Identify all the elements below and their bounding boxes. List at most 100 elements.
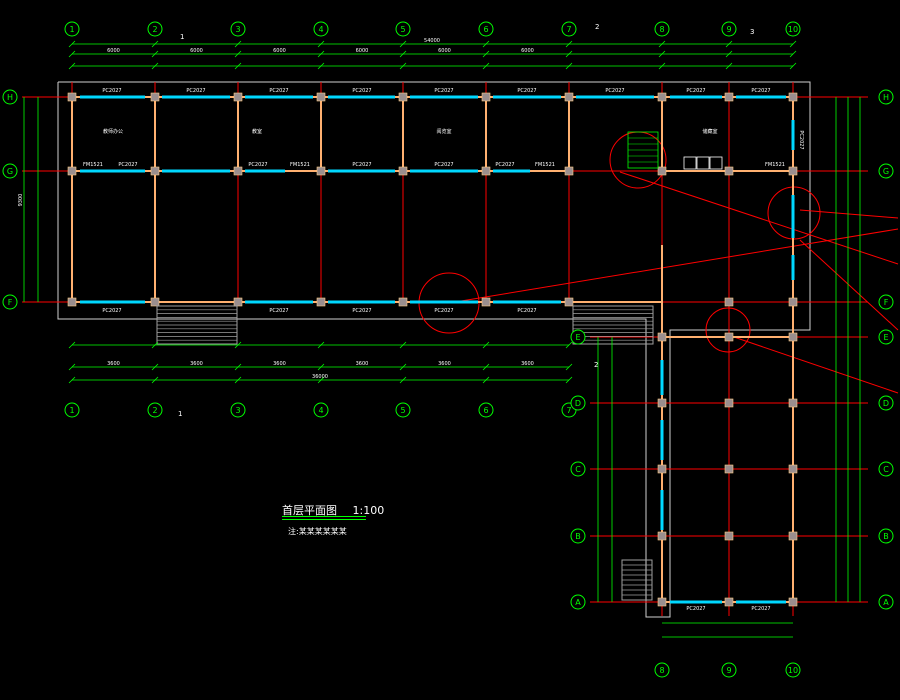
window-label-top: PC2027 (751, 88, 770, 94)
dimension-tick (68, 341, 76, 349)
grid-bubble-right-circle (878, 395, 894, 411)
grid-bubble-bottom: 2 (152, 406, 157, 415)
structural-column (788, 597, 798, 607)
structural-column (564, 297, 574, 307)
dimension-tick (68, 62, 76, 70)
fixture-icon (696, 156, 710, 170)
dimension-label: 3600 (438, 361, 451, 367)
structural-column (788, 92, 798, 102)
dimension-label: 6000 (438, 48, 451, 54)
grid-bubble-top-circle (395, 21, 411, 37)
building-outline (57, 81, 811, 618)
dimension-tick (725, 62, 733, 70)
dimension-label: 6000 (356, 48, 369, 54)
dimension-tick (482, 40, 490, 48)
dimension-label: 3600 (521, 361, 534, 367)
grid-bubble-top: 8 (659, 25, 664, 34)
dimension-label: 6000 (190, 48, 203, 54)
structural-column (657, 531, 667, 541)
dimension-tick (151, 40, 159, 48)
dimension-tick (565, 62, 573, 70)
window-label-corridor: PC2027 (434, 162, 453, 168)
structural-column (316, 297, 326, 307)
structural-column (788, 531, 798, 541)
window-label-bottom: PC2027 (352, 308, 371, 314)
room-label: 教室 (252, 128, 262, 135)
dimension-tick (399, 50, 407, 58)
dimension-tick (317, 376, 325, 384)
grid-bubble-bottom: 3 (235, 406, 240, 415)
dimension-tick (317, 62, 325, 70)
grid-bubble-top: 3 (235, 25, 240, 34)
grid-bubble-top-circle (478, 21, 494, 37)
grid-bubble-top: 7 (566, 25, 571, 34)
dimension-tick (234, 376, 242, 384)
window-label-corridor: FM1521 (535, 162, 555, 168)
grid-bubble-bottom-circle (147, 402, 163, 418)
diagonal-ref-line (799, 239, 899, 331)
grid-bubble-top: 9 (726, 25, 731, 34)
dimension-tick (399, 40, 407, 48)
window-label-corridor: PC2027 (495, 162, 514, 168)
grid-bubble-right: E (883, 333, 888, 342)
window-label-wing: PC2027 (686, 606, 705, 612)
grid-bubble-right: B (883, 532, 889, 541)
structural-column (788, 297, 798, 307)
dimension-label: 6000 (107, 48, 120, 54)
dimension-label: 6000 (521, 48, 534, 54)
structural-column (150, 166, 160, 176)
dimension-tick (658, 50, 666, 58)
grid-bubble-bottom: 6 (483, 406, 488, 415)
window-label-corridor: PC2027 (248, 162, 267, 168)
structural-column (564, 166, 574, 176)
structural-column (788, 332, 798, 342)
structural-column (67, 92, 77, 102)
dimension-tick (658, 40, 666, 48)
grid-bubble-top: 5 (400, 25, 405, 34)
grid-bubble-wing-bottom: 9 (726, 666, 731, 675)
grid-bubble-right: F (884, 298, 889, 307)
dimension-tick (151, 341, 159, 349)
detail-callout-circle (705, 307, 751, 353)
grid-bubble-right-circle (878, 594, 894, 610)
dimension-tick (399, 363, 407, 371)
title-underline (282, 516, 366, 517)
grid-bubble-wing-bottom-circle (654, 662, 670, 678)
structural-column (657, 166, 667, 176)
window-label-corridor: FM1521 (83, 162, 103, 168)
grid-bubble-right-circle (878, 294, 894, 310)
window-label-top: PC2027 (186, 88, 205, 94)
grid-bubble-left: H (7, 93, 13, 102)
dimension-tick (565, 376, 573, 384)
grid-bubble-left-circle (2, 163, 18, 179)
grid-bubble-left: A (575, 598, 581, 607)
dimension-tick (789, 62, 797, 70)
window-label-corridor: PC2027 (118, 162, 137, 168)
grid-bubble-top-circle (147, 21, 163, 37)
grid-bubble-bottom-circle (64, 402, 80, 418)
structural-column (724, 597, 734, 607)
structural-column (657, 597, 667, 607)
window-label-top: PC2027 (102, 88, 121, 94)
window-label-bottom: PC2027 (517, 308, 536, 314)
title-underline-2 (282, 519, 366, 520)
dimension-tick (399, 341, 407, 349)
grid-bubble-right: C (883, 465, 889, 474)
structural-column (657, 464, 667, 474)
structural-column (233, 297, 243, 307)
dimension-tick (482, 341, 490, 349)
detail-callout-circle (609, 131, 667, 189)
dimension-tick (565, 50, 573, 58)
grid-bubble-top-circle (561, 21, 577, 37)
dimension-tick (234, 363, 242, 371)
window-label-wing-right: PC2027 (798, 130, 804, 149)
structural-column (398, 297, 408, 307)
grid-bubble-bottom: 7 (566, 406, 571, 415)
dimension-label: 54000 (424, 38, 440, 44)
drawing-scale: 1:100 (352, 504, 385, 517)
grid-bubble-left-circle (570, 461, 586, 477)
structural-column (788, 166, 798, 176)
grid-bubble-top-circle (721, 21, 737, 37)
dimension-tick (151, 62, 159, 70)
